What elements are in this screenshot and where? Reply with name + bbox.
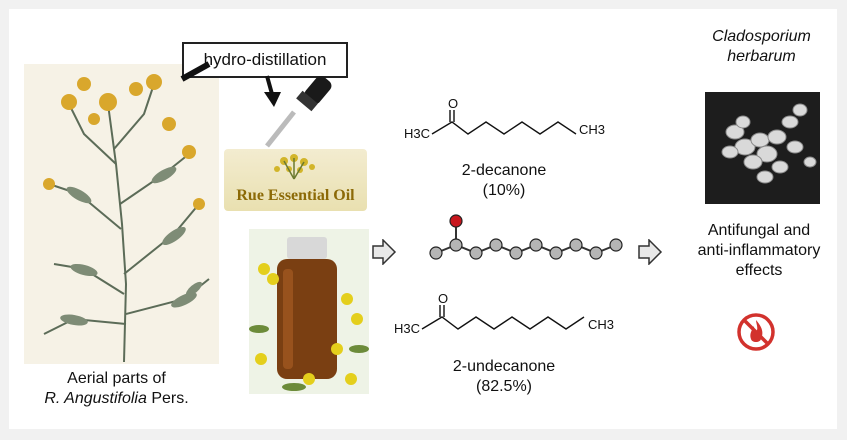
carbon-atom	[509, 246, 523, 260]
species-name: R. Angustifolia	[44, 390, 147, 407]
carbon-atoms	[429, 238, 623, 260]
plant-drawing	[43, 74, 210, 363]
process-box: hydro-distillation	[182, 42, 348, 78]
right-arrow-icon	[372, 239, 397, 265]
plant-caption-line1: Aerial parts of	[67, 370, 166, 387]
decanone-oxygen: O	[448, 96, 458, 111]
effects-text: Antifungal and anti-inflammatory effects	[679, 221, 839, 281]
oil-bottle-photo	[249, 229, 369, 394]
right-arrow-icon	[638, 239, 663, 265]
decanone-right-group: CH3	[579, 122, 605, 137]
process-arrows	[180, 61, 281, 107]
effects-line1: Antifungal and	[707, 222, 811, 239]
undecanone-chain	[421, 316, 585, 330]
oil-banner-text: Rue Essential Oil	[236, 187, 355, 204]
process-arrow-head	[264, 92, 281, 107]
process-label: hydro-distillation	[203, 50, 327, 69]
micrograph	[705, 92, 820, 204]
undecanone-percent: (82.5%)	[475, 378, 533, 395]
process-arrow-shaft	[265, 75, 274, 95]
ball-model-bonds	[435, 243, 617, 255]
decanone-left-group: H3C	[404, 126, 430, 141]
plant-caption-line2: R. Angustifolia Pers.	[9, 389, 224, 409]
no-fire-icon	[737, 313, 775, 351]
decanone-percent: (10%)	[482, 182, 526, 199]
spores-image	[721, 103, 817, 184]
plant-illustration	[24, 64, 219, 364]
carbon-atom	[569, 238, 583, 252]
decanone-caption: 2-decanone (10%)	[429, 161, 579, 201]
carbon-atom	[529, 238, 543, 252]
process-line-left	[180, 61, 211, 82]
oxygen-atom	[449, 214, 463, 228]
species-authority: Pers.	[146, 390, 189, 407]
flower-cluster	[274, 154, 315, 180]
decanone-structure: H3C O CH3	[404, 96, 605, 141]
carbon-atom	[429, 246, 443, 260]
organism-genus: Cladosporium	[712, 28, 811, 45]
figure-canvas: Aerial parts of R. Angustifolia Pers. hy…	[9, 9, 837, 429]
ball-model	[429, 214, 623, 260]
carbon-atom	[469, 246, 483, 260]
undecanone-right-group: CH3	[588, 317, 614, 332]
plant-caption: Aerial parts of R. Angustifolia Pers.	[9, 369, 224, 409]
carbon-atom	[489, 238, 503, 252]
carbon-atom	[589, 246, 603, 260]
carbon-atom	[549, 246, 563, 260]
decanone-name: 2-decanone	[461, 162, 547, 179]
effects-line2: anti-inflammatory	[697, 242, 821, 259]
carbon-atom	[449, 238, 463, 252]
dropper-icon	[265, 75, 332, 148]
oil-banner: Rue Essential Oil	[224, 149, 367, 211]
oil-bottle	[249, 237, 369, 391]
organism-name: Cladosporium herbarum	[684, 27, 839, 67]
effects-line3: effects	[735, 262, 783, 279]
undecanone-structure: H3C O CH3	[394, 291, 614, 336]
undecanone-caption: 2-undecanone (82.5%)	[429, 357, 579, 397]
carbon-atom	[609, 238, 623, 252]
undecanone-name: 2-undecanone	[452, 358, 556, 375]
organism-species: herbarum	[727, 48, 796, 65]
undecanone-left-group: H3C	[394, 321, 420, 336]
decanone-chain	[431, 121, 577, 135]
undecanone-oxygen: O	[438, 291, 448, 306]
